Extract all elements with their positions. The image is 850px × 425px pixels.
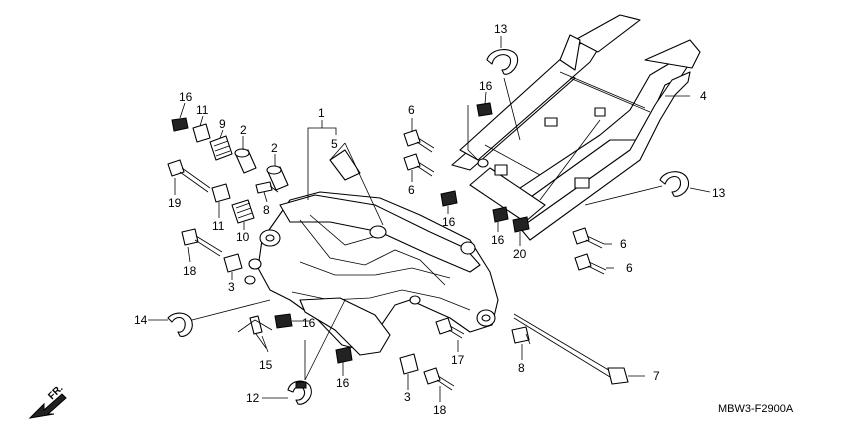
callout-16-f: 16 [491,233,505,247]
diagram-code: MBW3-F2900A [718,403,794,415]
callout-6-b: 6 [408,183,415,197]
front-direction-arrow: FR. [28,383,67,419]
callout-6-a: 6 [408,103,415,117]
callout-10: 10 [236,230,250,244]
callout-4: 4 [700,89,707,103]
callout-16-a: 16 [179,90,193,104]
callout-17: 17 [451,353,465,367]
callout-16-e: 16 [442,215,456,229]
callout-8-b: 8 [518,361,525,375]
callout-19: 19 [168,196,182,210]
callout-18-b: 18 [433,403,447,417]
callout-15: 15 [259,358,273,372]
callout-16-d: 16 [479,79,493,93]
callout-7: 7 [653,369,660,383]
callout-12: 12 [246,391,260,405]
main-frame-body [244,120,499,356]
callout-numbers: 1 5 16 11 9 2 2 8 19 11 10 18 3 14 16 15… [134,22,726,417]
leader-lines [148,36,711,402]
callout-16-c: 16 [336,376,350,390]
callout-9: 9 [219,117,226,131]
callout-5: 5 [331,137,338,151]
callout-1: 1 [318,106,325,120]
callout-13-b: 13 [712,186,726,200]
callout-6-d: 6 [626,261,633,275]
rear-sub-frame [451,14,701,241]
callout-8-a: 8 [263,203,270,217]
callout-11-a: 11 [196,103,209,117]
callout-6-c: 6 [620,237,627,251]
callout-3-b: 3 [404,390,411,404]
hardware-parts-left [167,117,312,405]
callout-3-a: 3 [228,280,235,294]
callout-20: 20 [513,247,527,261]
callout-14: 14 [134,313,148,327]
callout-13-a: 13 [494,22,508,36]
callout-16-b: 16 [302,316,316,330]
callout-2-a: 2 [240,123,247,137]
hardware-parts-right [335,49,690,391]
callout-2-b: 2 [271,141,278,155]
callout-11-b: 11 [212,219,225,233]
callout-18-a: 18 [183,264,197,278]
